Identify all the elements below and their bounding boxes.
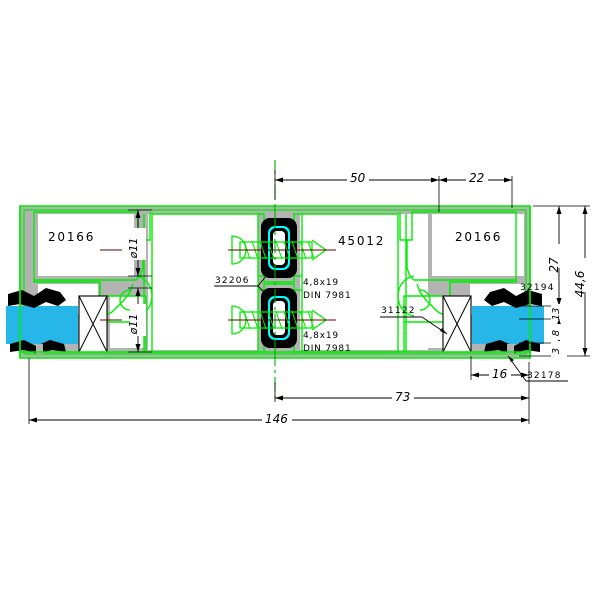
leader-isolator-left: 32206 <box>214 275 269 297</box>
dim-13: 13 <box>551 308 562 321</box>
glazing-bead-right <box>442 295 472 353</box>
dim-446: 44,6 <box>573 270 587 297</box>
dim-bottom: 16 73 146 <box>28 356 530 426</box>
glazing-bead-left <box>78 295 108 353</box>
dim-146-bg <box>262 411 292 425</box>
dim-27: 27 <box>547 257 561 273</box>
dim-16-arrow-2 <box>521 372 529 378</box>
leader-32178-arrow <box>508 356 514 362</box>
dim-146: 146 <box>265 412 288 426</box>
dim-hole-upper-arrow-2 <box>135 268 141 276</box>
screw-upper-shank <box>239 241 313 259</box>
chamber-right-upper <box>432 214 524 276</box>
dim-hole-upper: ø11 <box>127 238 140 260</box>
dim-446-arrow-2 <box>582 348 588 356</box>
gasket-right-inner <box>484 340 540 354</box>
chamber-left-upper <box>38 214 134 276</box>
dim-right: 27 13 8 3 44,6 <box>519 205 594 359</box>
label-right-profile: 20166 <box>455 230 502 244</box>
label-center-profile: 45012 <box>338 234 385 248</box>
screw-lower-shank <box>239 311 313 329</box>
glass-right <box>472 306 544 344</box>
gasket-right-outer <box>484 288 542 308</box>
hole-center-axes <box>100 249 122 321</box>
glass-left <box>6 306 78 344</box>
dim-16-arrow-1 <box>471 372 479 378</box>
dim-73-arrow-1 <box>275 395 283 401</box>
dim-hole-lower-bg <box>130 304 146 336</box>
screw-upper-head <box>231 235 247 265</box>
leader-gasket-inner-right: 31122 <box>380 306 448 335</box>
label-gasket-inner-right: 31122 <box>381 306 416 316</box>
dim-27-arrow-1 <box>556 206 562 214</box>
screw-upper-size: 4,8x19 <box>303 278 339 288</box>
gasket-left-clip <box>36 344 43 354</box>
label-gasket-bottom-right: 32178 <box>527 371 562 381</box>
gasket-left-inner <box>10 340 66 354</box>
dim-73-arrow-2 <box>521 395 529 401</box>
dim-top-22-bg <box>466 170 488 184</box>
dim-16-bg <box>489 366 511 380</box>
screw-lower-standard: DIN 7981 <box>303 344 351 354</box>
label-isolator-left: 32206 <box>215 276 250 286</box>
dim-top-arrow-3 <box>439 177 447 183</box>
gasket-right-clip <box>507 344 514 354</box>
dim-top-50: 50 <box>350 171 366 185</box>
leader-isolator-branch <box>257 275 269 297</box>
dim-16: 16 <box>492 367 508 381</box>
screw-upper <box>228 235 336 265</box>
dim-73-bg <box>392 389 414 403</box>
dim-hole-ext-lines <box>128 209 152 353</box>
dim-27-bg <box>550 244 566 268</box>
screw-lower-head <box>231 305 247 335</box>
dim-hole-upper-arrow-1 <box>135 210 141 218</box>
dim-hole-lower-arrow-1 <box>135 288 141 296</box>
dim-top-arrow-2 <box>431 177 439 183</box>
right-bead-hook <box>419 289 431 311</box>
left-bead-hook <box>119 289 131 311</box>
right-chamber-outline-top <box>399 211 516 241</box>
screw-lower <box>228 305 336 335</box>
dim-3-bg <box>551 341 567 359</box>
gasket-left-outer-shape <box>8 288 66 308</box>
isolator-lower-bore <box>273 301 285 335</box>
right-bead-curl <box>397 275 415 317</box>
dim-13-bg <box>551 304 567 322</box>
gasket-left-outer <box>8 288 66 308</box>
dim-8: 8 <box>551 330 562 336</box>
bead-right-cross <box>442 295 472 353</box>
dim-hole-lower-arrow-2 <box>135 344 141 352</box>
gasket-right-outer-shape <box>484 288 542 308</box>
dim-top: 50 22 <box>274 170 513 212</box>
dim-top-22: 22 <box>469 171 484 185</box>
dim-446-arrow-1 <box>582 206 588 214</box>
dim-left-holes: ø11 ø11 <box>127 209 152 353</box>
bead-left-cross <box>78 295 108 353</box>
dim-top-arrow-4 <box>504 177 512 183</box>
dim-3: 3 <box>551 348 562 354</box>
body-side-edges <box>19 206 531 358</box>
dim-top-arrow-1 <box>275 177 283 183</box>
screw-upper-standard: DIN 7981 <box>303 291 351 301</box>
isolator-upper-bore <box>273 231 285 265</box>
right-chamber-outline-bottom <box>406 240 516 281</box>
dim-73: 73 <box>395 390 410 404</box>
mullion-mid-web <box>258 275 302 291</box>
dim-146-arrow-2 <box>521 417 529 423</box>
label-left-profile: 20166 <box>48 230 95 244</box>
dim-top-50-bg <box>347 170 369 184</box>
label-gasket-outer-right: 32194 <box>520 283 555 293</box>
screw-lower-size: 4,8x19 <box>303 331 339 341</box>
dim-hole-lower: ø11 <box>127 314 140 336</box>
leader-31122-arrow <box>440 328 447 334</box>
dim-hole-upper-bg <box>130 228 146 260</box>
dim-8-bg <box>551 324 567 340</box>
dim-146-arrow-1 <box>29 417 37 423</box>
dim-27-arrow-2 <box>556 298 562 306</box>
dim-446-bg <box>576 258 594 292</box>
